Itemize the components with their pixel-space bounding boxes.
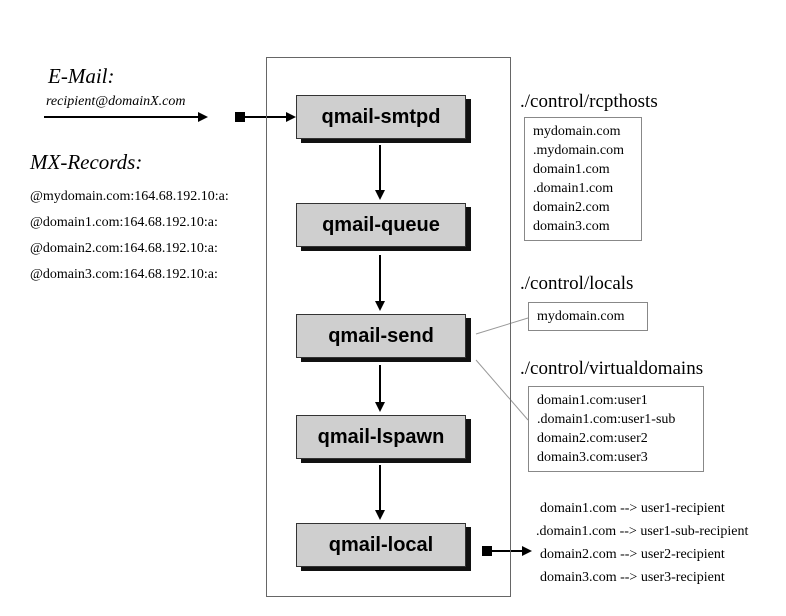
send-to-virtualdomains-line	[475, 359, 529, 421]
email-address: recipient@domainX.com	[46, 94, 186, 109]
virtualdomains-entry: domain2.com:user2	[537, 431, 648, 446]
rcpthosts-box: mydomain.com .mydomain.com domain1.com .…	[524, 117, 642, 241]
mx-heading: MX-Records:	[30, 150, 143, 174]
locals-entry: mydomain.com	[537, 309, 625, 324]
process-qmail-queue: qmail-queue	[296, 203, 466, 247]
locals-title: ./control/locals	[520, 273, 634, 294]
rcpthosts-entry: mydomain.com	[533, 124, 621, 139]
virtualdomains-entry: domain3.com:user3	[537, 450, 648, 465]
send-to-locals-line	[475, 317, 529, 335]
locals-box: mydomain.com	[528, 302, 648, 331]
mx-record: @domain2.com:164.68.192.10:a:	[30, 241, 218, 256]
process-qmail-local: qmail-local	[296, 523, 466, 567]
delivery-mapping: domain2.com --> user2-recipient	[540, 547, 725, 562]
virtualdomains-entry: .domain1.com:user1-sub	[537, 412, 676, 427]
process-qmail-send: qmail-send	[296, 314, 466, 358]
mx-record: @domain1.com:164.68.192.10:a:	[30, 215, 218, 230]
rcpthosts-title: ./control/rcpthosts	[520, 91, 658, 112]
delivery-mapping: domain1.com --> user1-recipient	[540, 501, 725, 516]
mx-record: @domain3.com:164.68.192.10:a:	[30, 267, 218, 282]
email-heading: E-Mail:	[48, 64, 115, 88]
rcpthosts-entry: domain3.com	[533, 219, 610, 234]
process-qmail-lspawn: qmail-lspawn	[296, 415, 466, 459]
mx-record: @mydomain.com:164.68.192.10:a:	[30, 189, 229, 204]
smtpd-port-square	[235, 112, 245, 122]
process-qmail-smtpd: qmail-smtpd	[296, 95, 466, 139]
delivery-mapping: .domain1.com --> user1-sub-recipient	[536, 524, 749, 539]
virtualdomains-title: ./control/virtualdomains	[520, 358, 704, 379]
delivery-mapping: domain3.com --> user3-recipient	[540, 570, 725, 585]
rcpthosts-entry: domain1.com	[533, 162, 610, 177]
qmail-process-frame	[266, 57, 511, 597]
rcpthosts-entry: .mydomain.com	[533, 143, 624, 158]
rcpthosts-entry: domain2.com	[533, 200, 610, 215]
local-port-square	[482, 546, 492, 556]
virtualdomains-box: domain1.com:user1 .domain1.com:user1-sub…	[528, 386, 704, 472]
rcpthosts-entry: .domain1.com	[533, 181, 614, 196]
virtualdomains-entry: domain1.com:user1	[537, 393, 648, 408]
